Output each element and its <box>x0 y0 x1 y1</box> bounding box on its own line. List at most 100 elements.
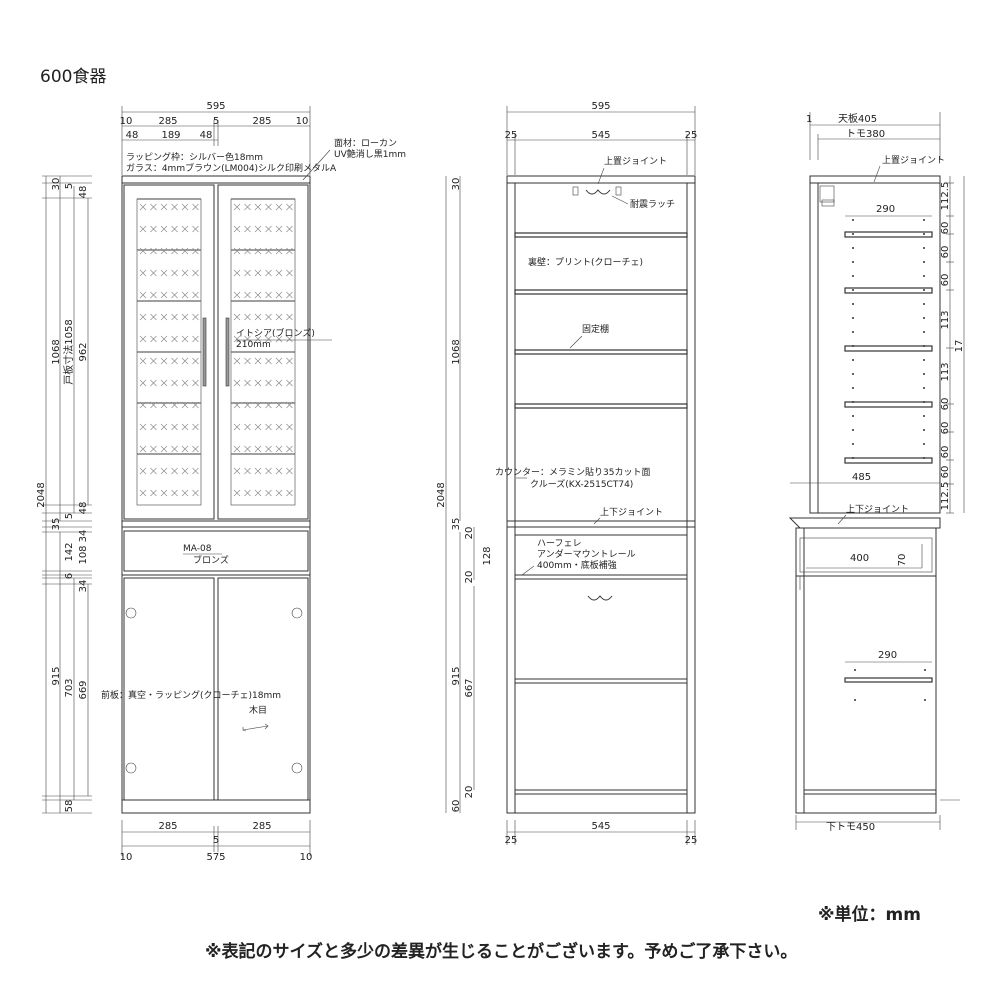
side-right-dim: 113 <box>940 310 951 329</box>
fixed-shelf-label: 固定棚 <box>582 323 609 335</box>
front-handle-label: イトシア(ブロンズ) <box>236 327 315 339</box>
front-surface-label-2: UV艶消し黒1mm <box>334 148 406 160</box>
front-left-48-b: 48 <box>78 502 89 515</box>
front-left-962: 962 <box>78 342 89 361</box>
front-handle-size: 210mm <box>236 340 271 350</box>
inside-left-2048: 2048 <box>436 482 447 507</box>
inside-top-joint: 上置ジョイント <box>604 156 667 167</box>
front-lapping-label: ラッピング枠：シルバー色18mm <box>126 151 263 163</box>
side-view: 1 天板405 トモ380 上置ジョイント 290 485 上下ジョイント 40… <box>788 112 965 833</box>
front-dim-5: 5 <box>213 116 219 127</box>
rail-spec: 400mm・底板補強 <box>537 559 617 571</box>
front-left-door-1058: 戸板寸法1058 <box>62 319 75 384</box>
side-counter <box>788 517 941 529</box>
front-left-915: 915 <box>51 666 62 685</box>
front-left-1068: 1068 <box>51 339 62 364</box>
front-left-5-a: 5 <box>64 183 75 189</box>
inside-mid-joint: 上下ジョイント <box>600 507 663 518</box>
side-one: 1 <box>806 114 812 125</box>
drawer-handle-color: ブロンズ <box>193 554 229 566</box>
front-left-48-a: 48 <box>78 186 89 199</box>
rail-type: アンダーマウントレール <box>537 548 636 560</box>
front-bottom-575: 575 <box>206 852 225 863</box>
front-bottom-10-b: 10 <box>300 852 313 863</box>
latch-label: 耐震ラッチ <box>630 198 675 210</box>
front-surface-label: 面材：ローカン <box>334 137 397 149</box>
inside-bottom-25-a: 25 <box>505 835 518 846</box>
front-bottom-10-a: 10 <box>120 852 133 863</box>
counter-model: クルーズ(KX-2515CT74) <box>530 478 633 490</box>
side-drawer-height: 70 <box>897 554 908 567</box>
inside-left-20-c: 20 <box>464 786 475 799</box>
inside-shelf <box>514 289 688 295</box>
front-dim-left-10: 10 <box>120 116 133 127</box>
side-right-dim: 60 <box>940 422 951 435</box>
side-right-dim: 112.5 <box>940 182 951 211</box>
inside-left-20-a: 20 <box>464 527 475 540</box>
back-panel-label: 裏壁：プリント(クローチェ) <box>528 256 643 268</box>
counter-label: カウンター：メラミン貼り35カット面 <box>495 466 650 478</box>
side-lower-shelf-width: 290 <box>878 650 897 661</box>
front-left-2048: 2048 <box>36 482 47 507</box>
front-left-34-b: 34 <box>78 580 89 593</box>
lower-latch-icon <box>587 595 613 601</box>
inside-left-35: 35 <box>451 518 462 531</box>
front-glass-label: ガラス：4mmブラウン(LM004)シルク印刷メタルA <box>126 162 337 174</box>
side-right-dim-17: 17 <box>954 340 965 353</box>
side-top-405: 天板405 <box>838 112 877 125</box>
front-left-34-a: 34 <box>78 530 89 543</box>
side-right-dim: 60 <box>940 246 951 259</box>
inside-shelf <box>514 403 688 409</box>
side-mid-joint: 上下ジョイント <box>846 504 909 515</box>
inside-left-30: 30 <box>451 178 462 191</box>
drawing-title: 600食器 <box>40 67 106 87</box>
front-left-669: 669 <box>78 680 89 699</box>
front-left-5-b: 5 <box>64 513 75 519</box>
inside-dim-545: 545 <box>591 130 610 141</box>
side-tomo-380: トモ380 <box>846 129 885 140</box>
drawer-handle-label: MA-08 <box>183 544 212 554</box>
front-dim-285-a: 285 <box>158 116 177 127</box>
front-width-total: 595 <box>206 101 225 112</box>
inside-dim-25-a: 25 <box>505 130 518 141</box>
inside-left-20-b: 20 <box>464 571 475 584</box>
front-view: 595 10 285 5 285 10 48 189 48 ラッピング枠：シルバ… <box>36 101 406 863</box>
inside-bottom-25-b: 25 <box>685 835 698 846</box>
right-door-handle <box>225 317 230 387</box>
inside-left-128: 128 <box>482 546 493 565</box>
side-right-dim: 60 <box>940 222 951 235</box>
front-dim-48-a: 48 <box>126 130 139 141</box>
side-right-dim: 60 <box>940 466 951 479</box>
inside-bottom-545: 545 <box>591 821 610 832</box>
side-shelf <box>844 287 933 294</box>
inside-shelf <box>514 232 688 238</box>
side-counter-depth: 485 <box>852 472 871 483</box>
inside-left-915: 915 <box>451 666 462 685</box>
front-dim-right-10: 10 <box>296 116 309 127</box>
rail-maker: ハーフェレ <box>537 539 581 549</box>
inside-left-667: 667 <box>464 678 475 697</box>
inside-view: 595 25 545 25 上置ジョイント 耐震ラッチ 裏壁：プリント(クローチ… <box>436 101 697 846</box>
side-shelf <box>844 345 933 352</box>
front-left-30: 30 <box>51 178 62 191</box>
front-left-58: 58 <box>64 800 75 813</box>
unit-note: ※単位：mm <box>818 904 921 925</box>
side-right-dim: 112.5 <box>940 482 951 511</box>
inside-shelf <box>514 349 688 355</box>
side-drawer-depth: 400 <box>850 553 869 564</box>
side-right-dim: 60 <box>940 398 951 411</box>
front-dim-48-b: 48 <box>200 130 213 141</box>
side-right-dim: 60 <box>940 274 951 287</box>
disclaimer-note: ※表記のサイズと多少の差異が生じることがございます。予めご了承下さい。 <box>205 941 797 962</box>
glass-pattern <box>137 198 295 497</box>
inside-width-total: 595 <box>591 101 610 112</box>
side-right-dim: 113 <box>940 362 951 381</box>
front-bottom-285-b: 285 <box>252 821 271 832</box>
side-shelf <box>844 457 933 464</box>
front-dim-189: 189 <box>161 130 180 141</box>
side-top-joint: 上置ジョイント <box>882 155 945 166</box>
front-panel-label: 前板：真空・ラッピング(クローチェ)18mm <box>101 689 281 701</box>
grain-label: 木目 <box>249 704 267 716</box>
